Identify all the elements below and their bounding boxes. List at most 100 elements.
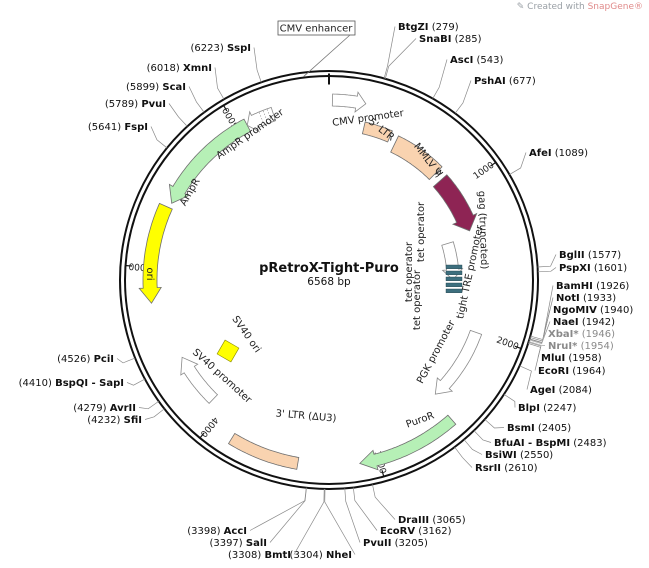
site-xbai[interactable]: XbaI* (1946) bbox=[529, 329, 615, 345]
site-label: BfuAI - BspMI (2483) bbox=[494, 438, 607, 449]
site-leader bbox=[529, 333, 546, 345]
site-leader bbox=[269, 487, 307, 543]
site-name: NaeI bbox=[553, 317, 579, 328]
site-acci[interactable]: (3398) AccI bbox=[187, 487, 307, 537]
site-rsrii[interactable]: RsrII (2610) bbox=[454, 446, 538, 474]
site-name: SalI bbox=[246, 538, 267, 549]
site-btgzi[interactable]: BtgZI (279) bbox=[383, 22, 459, 79]
site-sali[interactable]: (3397) SalI bbox=[209, 487, 307, 549]
site-scai[interactable]: (5899) ScaI bbox=[126, 82, 205, 113]
site-bsiwi[interactable]: BsiWI (2550) bbox=[463, 439, 553, 461]
site-afei[interactable]: AfeI (1089) bbox=[509, 148, 588, 175]
site-fspi[interactable]: (5641) FspI bbox=[88, 122, 168, 149]
tet-operator-mark bbox=[445, 282, 463, 287]
site-leader bbox=[352, 487, 378, 531]
site-agei[interactable]: AgeI (2084) bbox=[519, 365, 592, 396]
feature-sv40-ori[interactable]: SV40 ori bbox=[216, 314, 263, 363]
site-name: AfeI bbox=[529, 148, 552, 159]
site-position: (1958) bbox=[568, 353, 601, 364]
site-leader bbox=[383, 26, 396, 79]
site-position: (2247) bbox=[543, 403, 576, 414]
tick-mark bbox=[222, 104, 228, 112]
site-xmni[interactable]: (6018) XmnI bbox=[147, 63, 225, 100]
site-position: (4526) bbox=[57, 354, 90, 365]
watermark-prefix: Created with bbox=[527, 2, 588, 12]
feature-box bbox=[216, 339, 240, 363]
site-pcii[interactable]: (4526) PciI bbox=[57, 354, 136, 365]
backbone-outer-ring bbox=[119, 70, 539, 490]
site-label: BsiWI (2550) bbox=[485, 450, 553, 461]
site-bmti[interactable]: (3308) BmtI bbox=[228, 488, 325, 561]
feature-label: 3' LTR (ΔU3) bbox=[275, 408, 337, 424]
site-leader bbox=[144, 408, 165, 420]
feature-puror[interactable]: PuroR bbox=[359, 410, 457, 471]
site-label: (3304) NheI bbox=[290, 550, 352, 561]
site-name: PvuI bbox=[141, 99, 166, 110]
site-blpi[interactable]: BlpI (2247) bbox=[503, 394, 577, 414]
feature-sv40-promoter[interactable]: SV40 promoter bbox=[180, 347, 254, 406]
site-leader bbox=[168, 103, 188, 127]
site-bfuai-bspmi[interactable]: BfuAI - BspMI (2483) bbox=[473, 430, 607, 449]
site-pvui[interactable]: (5789) PvuI bbox=[105, 99, 188, 127]
site-position: (1946) bbox=[582, 329, 615, 340]
site-snabi[interactable]: SnaBI (285) bbox=[384, 34, 482, 79]
feature-ori[interactable]: ori bbox=[138, 202, 173, 304]
site-name: PvuII bbox=[363, 538, 391, 549]
site-bglii[interactable]: BglII (1577) bbox=[537, 250, 622, 268]
feature-label: tet operator bbox=[416, 201, 427, 262]
site-position: (3397) bbox=[209, 538, 242, 549]
site-leader bbox=[528, 341, 546, 346]
site-bspqi-sapi[interactable]: (4410) BspQI - SapI bbox=[19, 378, 146, 389]
feature-3ltr[interactable]: 3' LTR (ΔU3) bbox=[227, 408, 337, 470]
site-label: PshAI (677) bbox=[474, 76, 536, 87]
tick-label: 5000 bbox=[128, 260, 152, 272]
feature-mmlv-psi[interactable]: MMLV Ψ bbox=[390, 135, 445, 181]
site-bsmi[interactable]: BsmI (2405) bbox=[484, 419, 572, 434]
site-layer: BtgZI (279)SnaBI (285)AscI (543) PshAI (6… bbox=[19, 22, 634, 561]
site-sspi[interactable]: (6223) SspI bbox=[191, 43, 262, 83]
site-name: BsmI bbox=[507, 423, 535, 434]
map-title: pRetroX-Tight-Puro bbox=[259, 261, 399, 276]
site-leader bbox=[537, 267, 557, 273]
site-nhei[interactable]: (3304) NheI bbox=[290, 488, 356, 561]
site-position: (285) bbox=[455, 34, 482, 45]
feature-cmv-enhancer[interactable]: CMV enhancer bbox=[277, 20, 356, 77]
feature-gag[interactable]: gag (truncated) bbox=[432, 174, 490, 270]
site-asci[interactable]: AscI (543) bbox=[432, 55, 504, 99]
site-position: (1601) bbox=[594, 263, 627, 274]
site-leader bbox=[138, 400, 159, 410]
tet-operator-mark bbox=[445, 270, 463, 275]
feature-shape bbox=[390, 135, 443, 181]
feature-hatch bbox=[266, 108, 273, 123]
site-label: AscI (543) bbox=[450, 55, 504, 66]
site-position: (5641) bbox=[88, 122, 121, 133]
site-pspxi[interactable]: PspXI (1601) bbox=[537, 263, 627, 274]
feature-label: ori bbox=[144, 267, 155, 280]
site-sfii[interactable]: (4232) SfiI bbox=[87, 408, 165, 426]
site-draiii[interactable]: DraIII (3065) bbox=[372, 484, 466, 526]
site-pvuii[interactable]: PvuII (3205) bbox=[344, 488, 428, 549]
site-name: BfuAI - BspMI bbox=[494, 438, 570, 449]
site-label: (5899) ScaI bbox=[126, 82, 186, 93]
feature-pgk-promoter[interactable]: PGK promoter bbox=[415, 318, 483, 395]
site-avrii[interactable]: (4279) AvrII bbox=[73, 400, 159, 414]
site-leader bbox=[537, 254, 557, 268]
site-pshai[interactable]: PshAI (677) bbox=[454, 76, 536, 114]
site-position: (2610) bbox=[504, 463, 537, 474]
site-name: XmnI bbox=[183, 63, 212, 74]
site-nrui[interactable]: NruI* (1954) bbox=[528, 341, 614, 352]
site-ecori[interactable]: EcoRI (1964) bbox=[528, 343, 606, 377]
site-name: PspXI bbox=[559, 263, 591, 274]
site-name: DraIII bbox=[398, 515, 429, 526]
site-ecorv[interactable]: EcoRV (3162) bbox=[352, 487, 452, 537]
site-position: (2084) bbox=[559, 385, 592, 396]
feature-label: gag (truncated) bbox=[476, 191, 490, 270]
site-position: (2550) bbox=[520, 450, 553, 461]
site-label: NaeI (1942) bbox=[553, 317, 615, 328]
site-position: (1954) bbox=[581, 341, 614, 352]
site-position: (2405) bbox=[538, 423, 571, 434]
site-label: BamHI (1926) bbox=[556, 281, 629, 292]
